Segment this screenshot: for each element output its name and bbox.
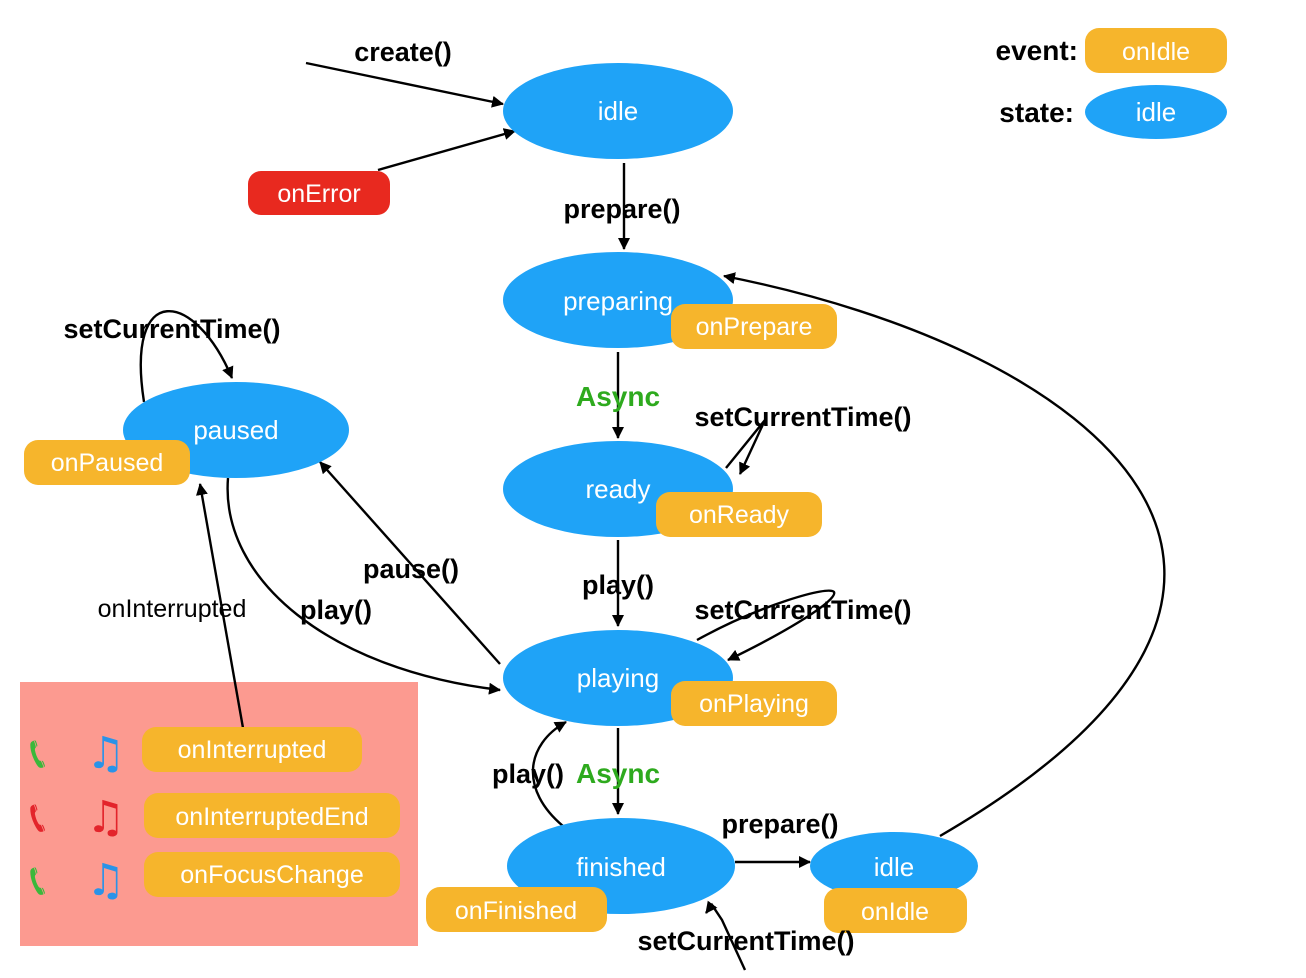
label-prepare: prepare(): [563, 194, 680, 224]
music-note-icon: ♫: [86, 792, 125, 843]
label-play-paused: play(): [300, 595, 372, 625]
edge-labels: create() prepare() Async setCurrentTime(…: [63, 37, 911, 956]
legend-state-sample: [1085, 85, 1227, 139]
state-idle: [503, 63, 733, 159]
label-create: create(): [354, 37, 452, 67]
edge-pause: [319, 461, 501, 665]
edge-finished-self-loop: [705, 900, 747, 971]
edge-create: [305, 61, 504, 108]
legend-event-sample: [1085, 28, 1227, 73]
interrupt-event-badge: [144, 793, 400, 838]
label-set-current-time-finished: setCurrentTime(): [637, 926, 854, 956]
edge-on-interrupted: [196, 483, 248, 746]
interrupt-items: 📞︎ ♫ onInterrupted 📞︎ ♫ onInterruptedEnd…: [30, 727, 400, 906]
phone-icon: 📞︎: [30, 855, 45, 906]
event-on-prepare: [671, 304, 837, 349]
event-on-paused: [24, 440, 190, 485]
state-idle-label: idle: [598, 96, 638, 126]
legend-event-title: event:: [996, 35, 1078, 66]
label-on-interrupted: onInterrupted: [98, 595, 247, 623]
label-set-current-time-paused: setCurrentTime(): [63, 314, 280, 344]
legend: event: onIdle state: idle: [996, 28, 1227, 139]
music-note-icon: ♫: [86, 728, 125, 779]
event-on-finished: [426, 887, 607, 932]
music-note-icon: ♫: [86, 855, 125, 906]
edges: [139, 61, 1166, 971]
state-ready-label: ready: [585, 474, 650, 504]
interrupt-event-label: onFocusChange: [180, 861, 363, 889]
event-on-paused-label: onPaused: [51, 449, 164, 477]
event-on-error-label: onError: [277, 180, 360, 208]
phone-icon: 📞︎: [30, 792, 45, 843]
state-playing-label: playing: [577, 663, 659, 693]
state-idle-2-label: idle: [874, 852, 914, 882]
edge-play-finished: [531, 720, 567, 827]
state-paused-label: paused: [193, 415, 278, 445]
event-on-prepare-label: onPrepare: [696, 313, 813, 341]
legend-state-title: state:: [999, 97, 1074, 128]
phone-icon: 📞︎: [30, 728, 45, 779]
edge-on-error: [377, 128, 516, 172]
event-on-error: [248, 171, 390, 215]
interrupt-row: 📞︎ ♫ onInterrupted: [30, 727, 362, 779]
label-play-ready: play(): [582, 570, 654, 600]
edge-idle-to-preparing: [723, 272, 1166, 838]
label-set-current-time-playing: setCurrentTime(): [694, 595, 911, 625]
event-on-playing-label: onPlaying: [699, 690, 809, 718]
interrupt-row: 📞︎ ♫ onFocusChange: [30, 852, 400, 906]
legend-state-sample-label: idle: [1136, 97, 1176, 127]
events: onError onPrepare onReady onPlaying onPa…: [24, 171, 967, 933]
edge-playing-self-loop: [696, 589, 836, 662]
label-prepare-finished: prepare(): [721, 809, 838, 839]
event-on-ready: [656, 492, 822, 537]
interrupt-event-label: onInterruptedEnd: [175, 803, 368, 831]
interrupt-event-badge: [144, 852, 400, 897]
interrupt-row: 📞︎ ♫ onInterruptedEnd: [30, 792, 400, 843]
state-preparing-label: preparing: [563, 286, 673, 316]
legend-event-sample-label: onIdle: [1122, 38, 1190, 66]
edge-ready-self-loop: [725, 419, 767, 475]
state-finished-label: finished: [576, 852, 666, 882]
label-play-finished: play(): [492, 759, 564, 789]
event-on-finished-label: onFinished: [455, 897, 577, 925]
interrupt-event-badge: [142, 727, 362, 772]
edge-paused-self-loop: [139, 310, 234, 403]
label-async-finished: Async: [576, 758, 660, 789]
event-on-ready-label: onReady: [689, 501, 790, 529]
interrupt-event-label: onInterrupted: [178, 736, 327, 764]
event-on-idle-label: onIdle: [861, 898, 929, 926]
edge-play-paused: [226, 477, 501, 695]
state-idle-2: [810, 832, 978, 900]
label-async-ready: Async: [576, 381, 660, 412]
event-on-playing: [671, 681, 837, 726]
label-set-current-time-ready: setCurrentTime(): [694, 402, 911, 432]
event-on-idle: [824, 888, 967, 933]
label-pause: pause(): [363, 554, 459, 584]
